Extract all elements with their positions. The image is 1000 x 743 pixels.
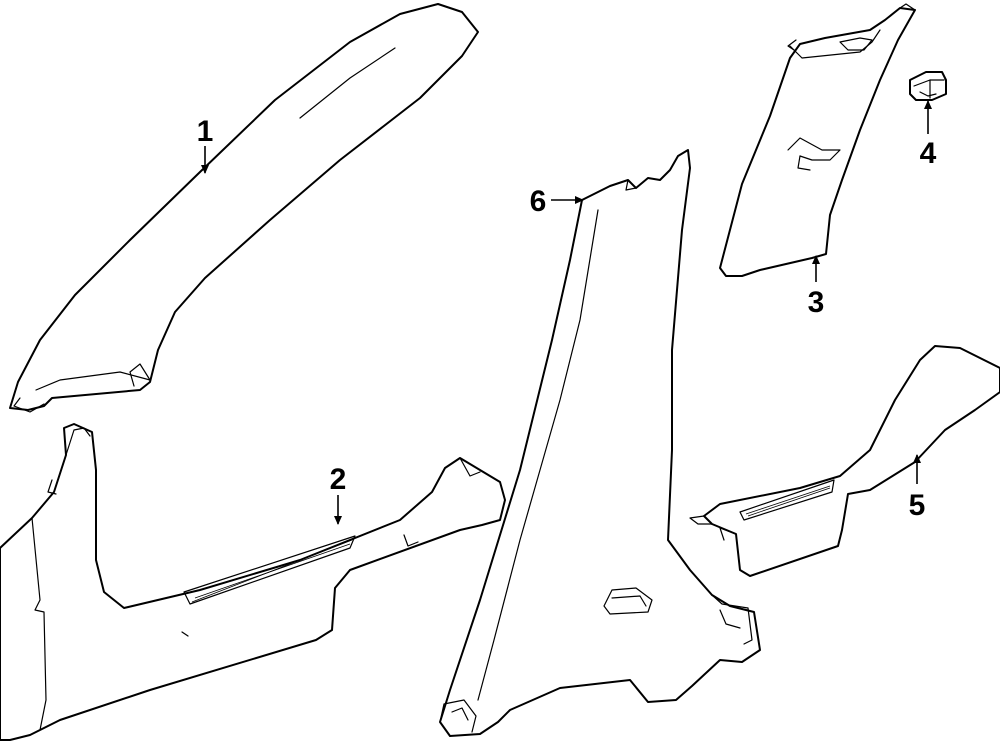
callout-4-label: 4 [920, 137, 937, 170]
callout-3-label: 3 [808, 286, 825, 319]
callout-5-label: 5 [909, 489, 926, 522]
part-2-front-sill-plate[interactable] [0, 423, 506, 741]
callout-6: 6 [530, 185, 584, 218]
part-1-windshield-pillar-molding[interactable] [9, 3, 479, 413]
callout-2: 2 [330, 463, 347, 525]
callout-4: 4 [920, 100, 937, 170]
part-4-retainer-clip[interactable] [909, 71, 947, 101]
part-5-rear-sill-plate[interactable] [689, 345, 1000, 577]
callout-2-label: 2 [330, 463, 347, 496]
part-6-lower-center-pillar-trim[interactable] [439, 149, 761, 737]
callout-6-label: 6 [530, 185, 547, 218]
callout-1-label: 1 [197, 115, 214, 148]
part-3-upper-center-pillar-trim[interactable] [719, 3, 916, 277]
callout-3: 3 [808, 255, 825, 319]
callout-1: 1 [197, 115, 214, 174]
callout-5: 5 [909, 454, 926, 522]
